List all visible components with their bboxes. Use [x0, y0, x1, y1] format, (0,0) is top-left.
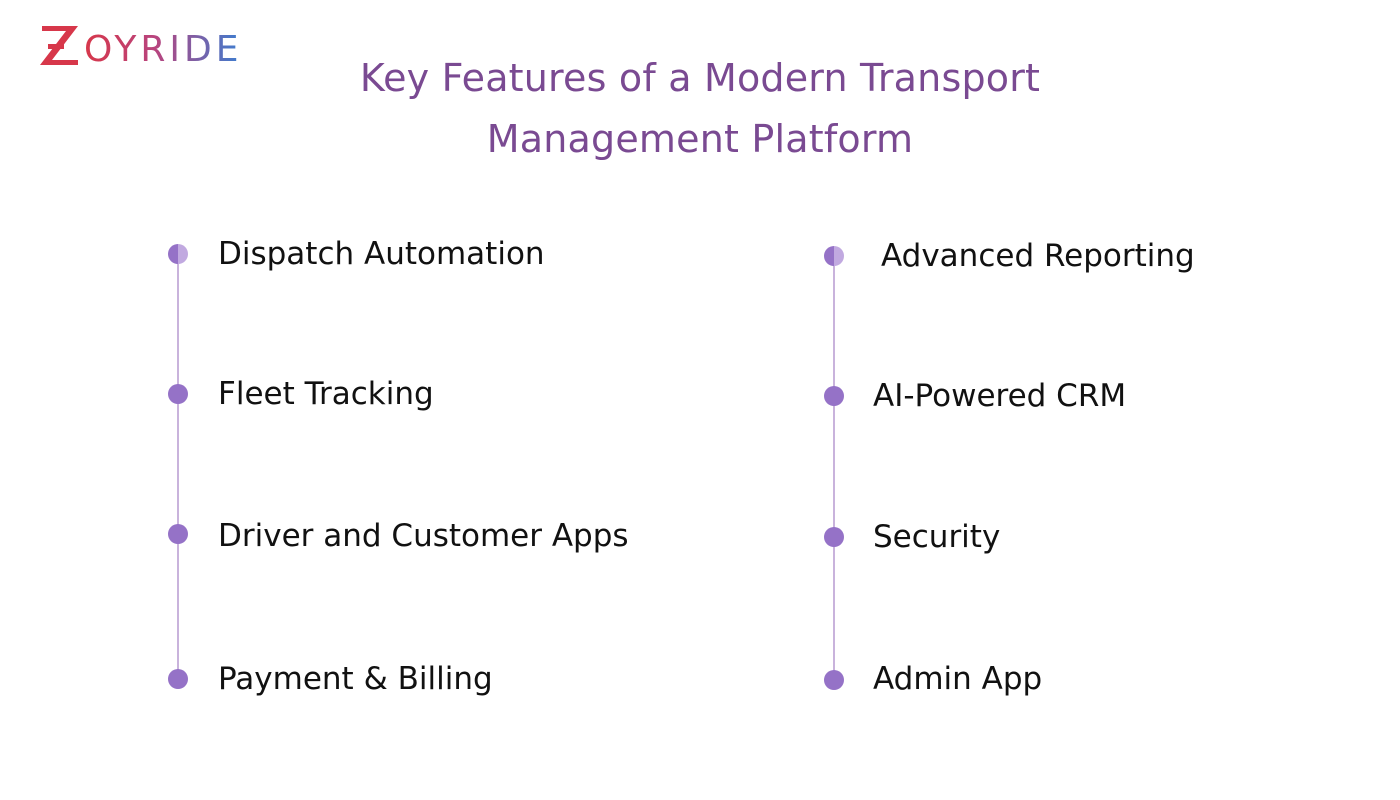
logo-image: OYRIDE: [40, 26, 242, 70]
timeline-dot: [168, 384, 188, 404]
zoyride-logo: OYRIDE: [38, 20, 270, 70]
timeline-dot: [168, 669, 188, 689]
feature-dispatch-automation: Dispatch Automation: [218, 236, 545, 272]
feature-driver-customer-apps: Driver and Customer Apps: [218, 518, 629, 554]
timeline-dot: [824, 386, 844, 406]
title-line-2: Management Platform: [486, 117, 914, 161]
timeline-dot: [168, 244, 188, 264]
feature-fleet-tracking: Fleet Tracking: [218, 376, 434, 412]
right-timeline-line: [833, 256, 835, 680]
left-timeline-line: [177, 254, 179, 679]
timeline-dot: [168, 524, 188, 544]
timeline-dot: [824, 670, 844, 690]
feature-admin-app: Admin App: [873, 661, 1043, 697]
feature-ai-powered-crm: AI-Powered CRM: [873, 378, 1127, 414]
svg-text:OYRIDE: OYRIDE: [84, 29, 242, 70]
title-line-1: Key Features of a Modern Transport: [359, 56, 1041, 100]
timeline-dot: [824, 527, 844, 547]
feature-payment-billing: Payment & Billing: [218, 661, 493, 697]
page-title: Key Features of a Modern Transport Manag…: [300, 48, 1100, 170]
feature-advanced-reporting: Advanced Reporting: [881, 238, 1195, 274]
timeline-dot: [824, 246, 844, 266]
feature-security: Security: [873, 519, 1001, 555]
